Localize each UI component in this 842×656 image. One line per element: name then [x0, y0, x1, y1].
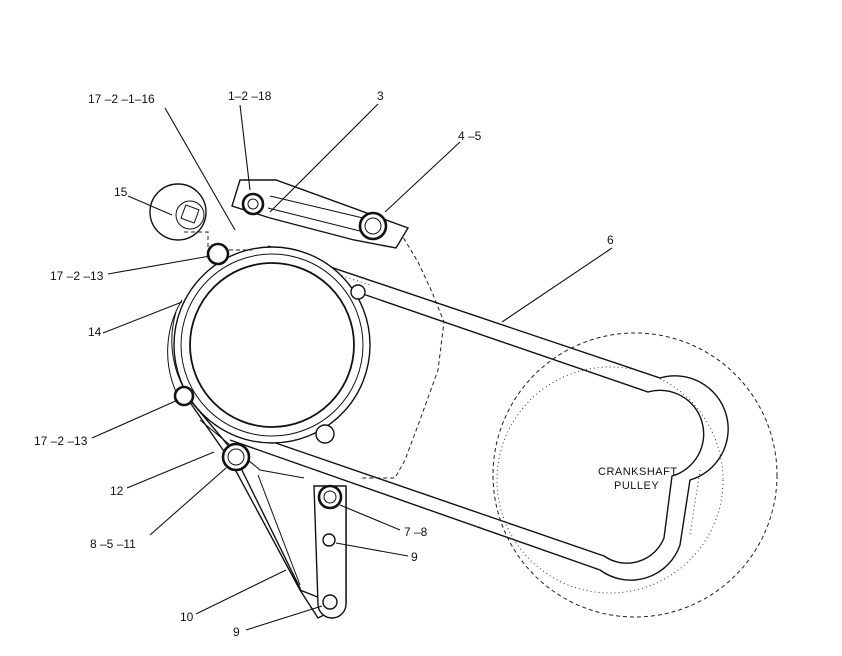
lower-link-plate: [313, 485, 347, 619]
callout-17-2-1-16: 17 –2 –1–16: [88, 92, 155, 106]
bolt-lower-right: [315, 424, 335, 444]
callout-9-bottom: 9: [233, 625, 240, 639]
callout-12: 12: [110, 484, 124, 498]
callout-17-2-13-top: 17 –2 –13: [50, 269, 104, 283]
leader-lines: [91, 103, 613, 631]
callout-6: 6: [607, 233, 614, 247]
callout-7-8: 7 –8: [404, 525, 428, 539]
pulley-label: PULLEY: [614, 480, 659, 492]
callout-3: 3: [377, 89, 384, 103]
callout-14: 14: [88, 325, 102, 339]
callout-8-5-11: 8 –5 –11: [90, 537, 136, 551]
bolt-17-2-13-bottom: [173, 385, 195, 407]
callout-1-2-18: 1–2 –18: [228, 89, 272, 103]
adjuster-pulley: [149, 183, 252, 251]
callout-10: 10: [180, 610, 194, 624]
bolt-8-5-11: [221, 442, 251, 472]
bolt-7-8: [317, 484, 343, 510]
bolt-1-2-18: [241, 192, 265, 216]
hole-9-bottom: [322, 594, 338, 610]
alternator: [167, 246, 371, 444]
bolts: [173, 192, 388, 610]
adjusting-bracket: [231, 179, 410, 249]
callout-9-mid: 9: [411, 550, 418, 564]
engine-bracket-outline: [360, 231, 445, 479]
bolt-17-2-13-top: [206, 242, 230, 266]
callout-15: 15: [114, 185, 128, 199]
crankshaft-pulley: [492, 332, 778, 618]
callout-17-2-13-bottom: 17 –2 –13: [34, 434, 88, 448]
callout-4-5: 4 –5: [458, 129, 482, 143]
bolt-upper-right: [350, 284, 366, 300]
bolt-4-5: [358, 211, 388, 241]
crankshaft-label: CRANKSHAFT: [598, 466, 678, 478]
hole-9-mid: [322, 533, 336, 547]
